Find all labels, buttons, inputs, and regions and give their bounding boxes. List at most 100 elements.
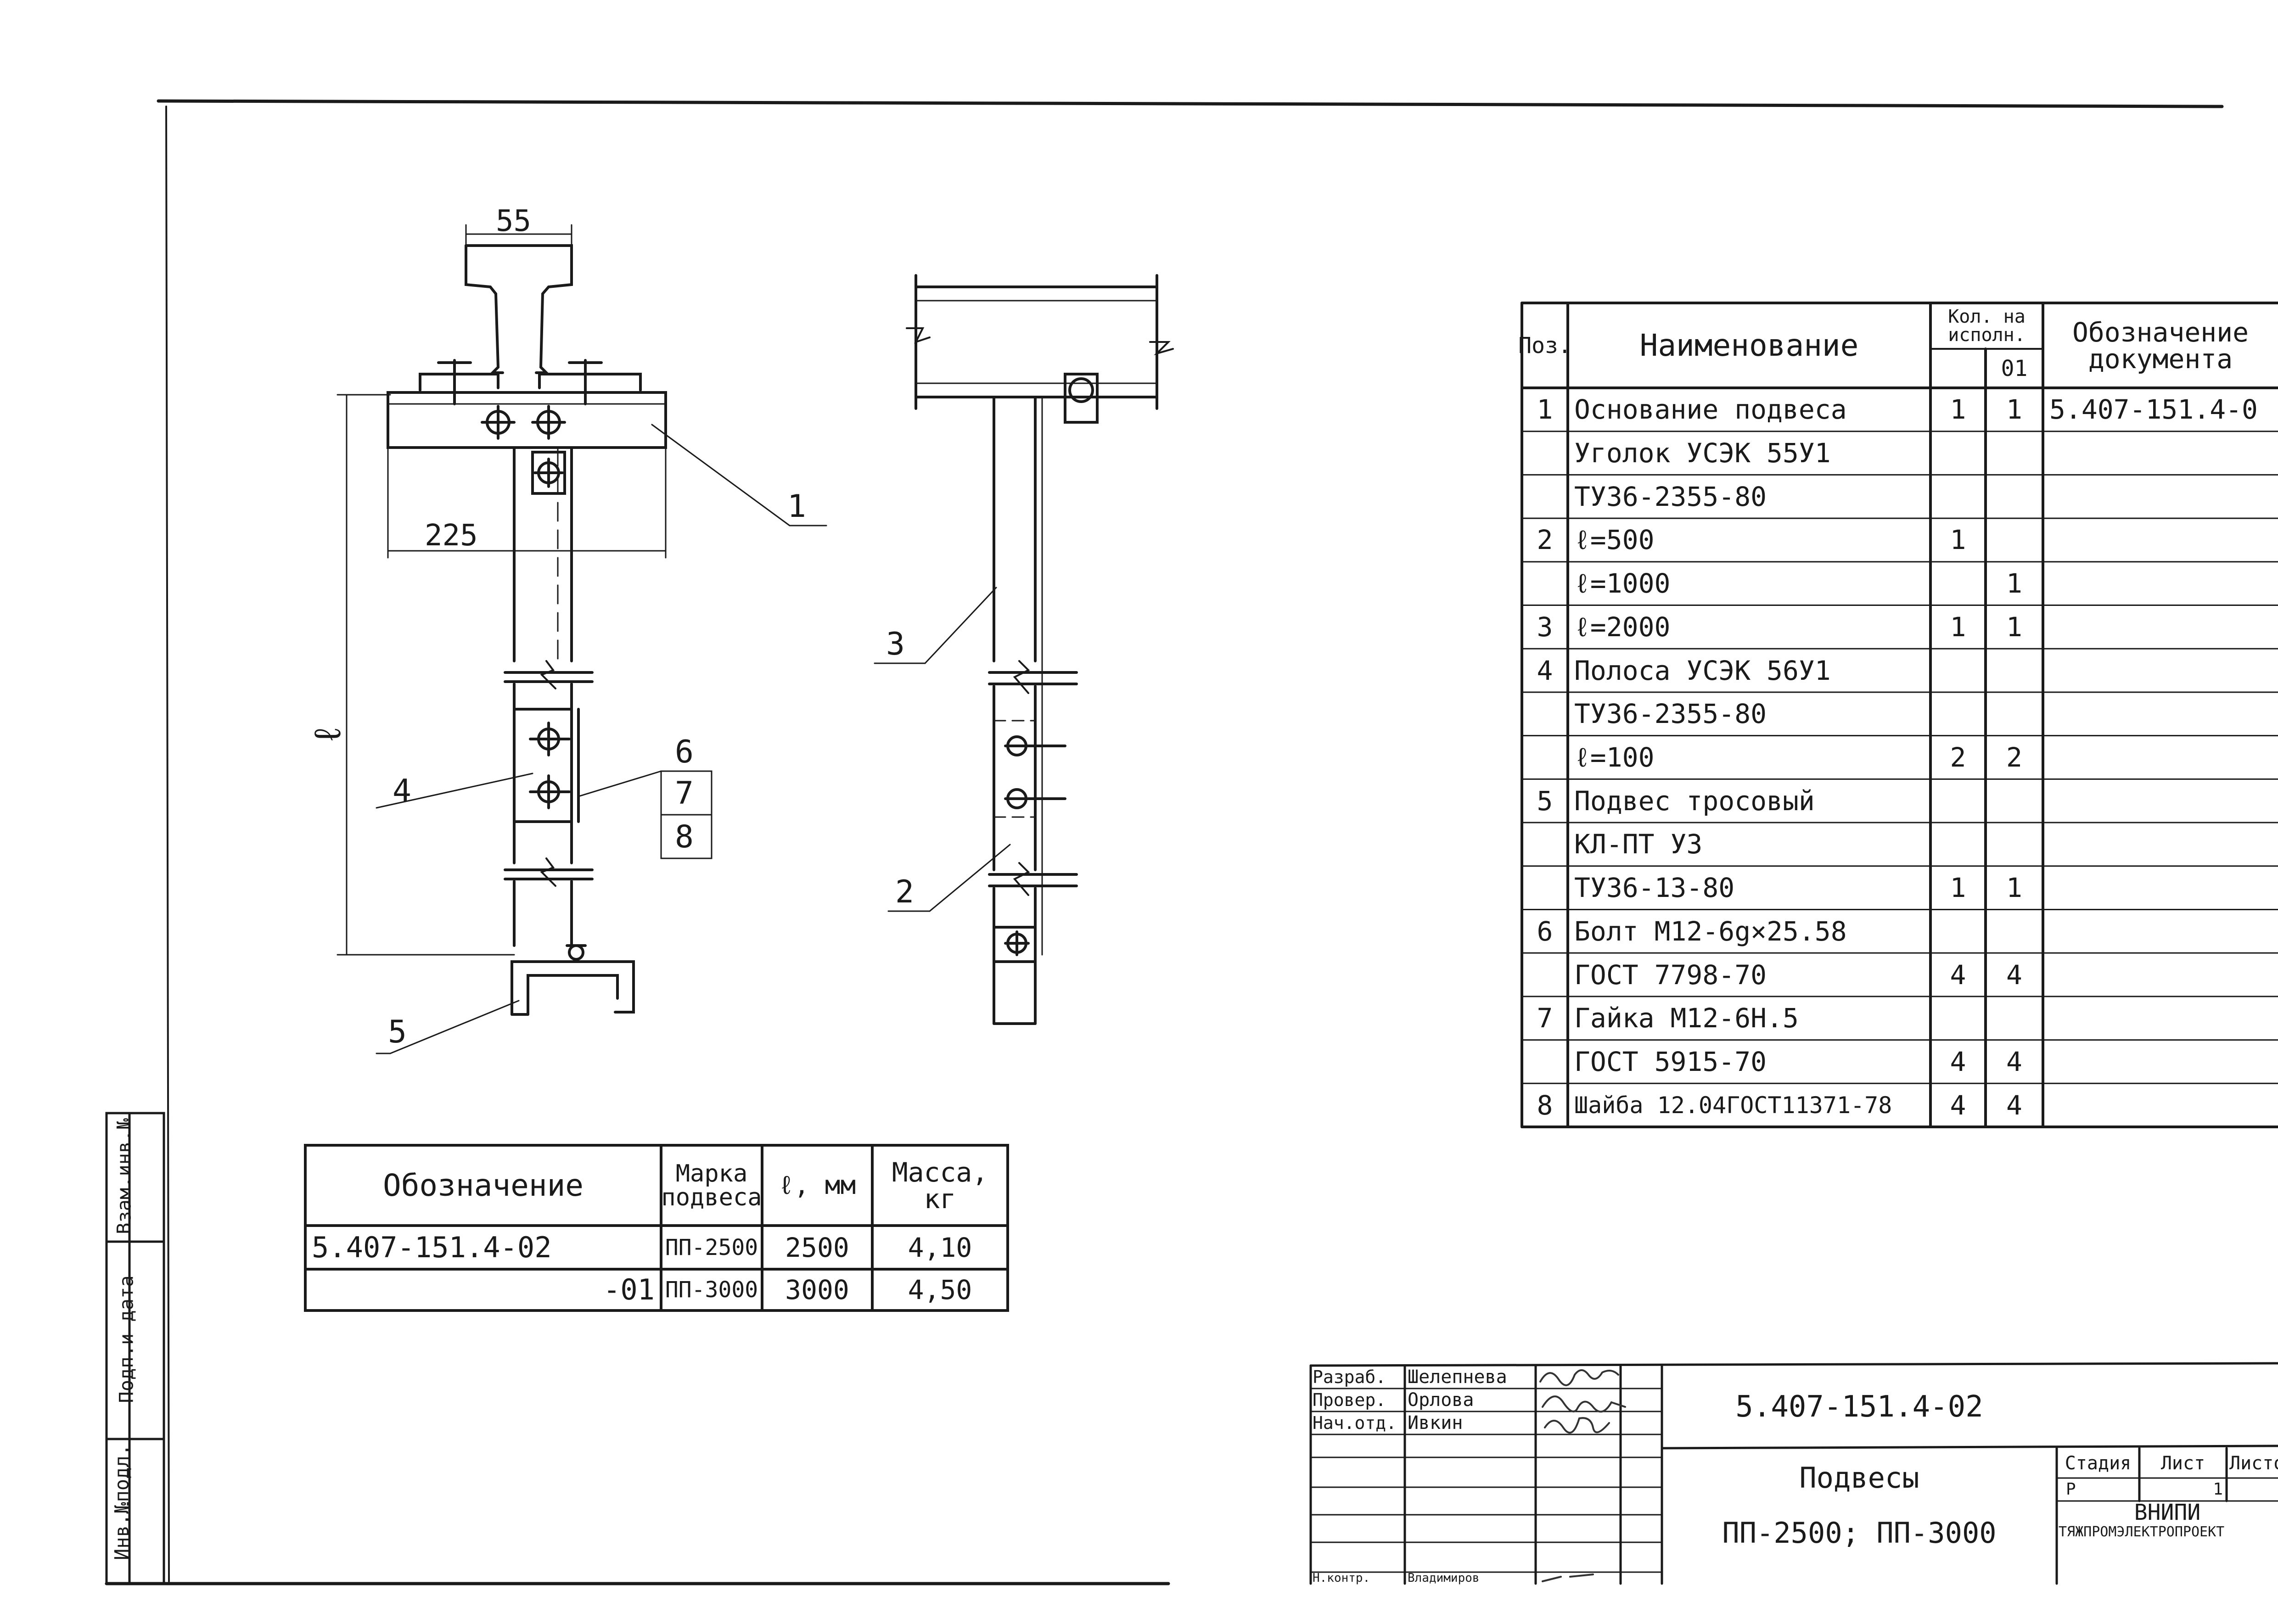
spec-cell-q2: [1986, 779, 2043, 823]
spec-cell-doc: [2043, 997, 2278, 1040]
spec-cell-name: КЛ-ПТ У3: [1574, 829, 1703, 860]
spec-cell-doc: [2043, 649, 2278, 692]
spec-cell-q2: [1986, 997, 2043, 1040]
spec-cell-q1: 2: [1950, 741, 1966, 773]
callout-7: 7: [675, 775, 694, 812]
spec-cell-pos: [1522, 1040, 1568, 1084]
spec-cell-pos: 6: [1537, 915, 1553, 947]
spec-cell-q1: [1930, 909, 1986, 953]
name-head: Ивкин: [1408, 1412, 1463, 1434]
spec-cell-name: Болт М12-6g×25.58: [1574, 915, 1847, 947]
spec-cell-doc: [2043, 823, 2278, 866]
spec-cell-q2: [1986, 518, 2043, 562]
spec-header-qty-sub-1: [1930, 349, 1986, 388]
spec-cell-q2: [1986, 823, 2043, 866]
versions-row2-designation: -01: [603, 1273, 655, 1306]
spec-cell-pos: [1522, 562, 1568, 605]
spec-cell-doc: [2043, 1040, 2278, 1084]
spec-cell-q1: 4: [1950, 1089, 1966, 1121]
side-stamp-inv: Инв.№подл.: [110, 1444, 133, 1560]
front-view: [337, 224, 827, 1054]
spec-cell-pos: 1: [1537, 394, 1553, 426]
spec-cell-name: ℓ=100: [1574, 741, 1655, 773]
spec-header-qty: Кол. на исполн.: [1948, 306, 2026, 346]
sheet-label: Лист: [2160, 1452, 2205, 1474]
spec-header-doc: Обозначение документа: [2072, 316, 2249, 375]
spec-cell-pos: 5: [1537, 785, 1553, 817]
spec-cell-q1: 1: [1950, 394, 1966, 426]
versions-row1-mass: 4,10: [908, 1232, 972, 1263]
spec-table-grid: [1521, 302, 2278, 1128]
spec-cell-doc: [2043, 866, 2278, 910]
spec-cell-pos: [1522, 866, 1568, 910]
spec-cell-doc: 5.407-151.4-0: [2049, 394, 2258, 426]
versions-table-grid: [304, 1144, 1009, 1312]
side-view: [874, 274, 1174, 1025]
spec-header-name: Наименование: [1639, 327, 1859, 363]
sheet-value: 1: [2213, 1480, 2223, 1499]
spec-cell-pos: [1522, 475, 1568, 518]
role-developer: Разраб.: [1313, 1367, 1386, 1387]
spec-cell-q2: 4: [2006, 959, 2022, 991]
spec-cell-q2: 1: [2006, 568, 2022, 599]
spec-cell-name: ℓ=2000: [1574, 611, 1671, 643]
spec-cell-name: Основание подвеса: [1574, 394, 1847, 426]
spec-cell-pos: 4: [1537, 655, 1553, 686]
spec-cell-q1: [1930, 997, 1986, 1040]
spec-cell-q1: [1930, 431, 1986, 475]
stage-label: Стадия: [2065, 1452, 2132, 1474]
side-stamp-sign-date: Подп.и дата: [115, 1275, 137, 1403]
callout-6: 6: [675, 734, 694, 770]
spec-cell-pos: 3: [1537, 611, 1553, 643]
spec-cell-name: ТУ36-13-80: [1574, 872, 1735, 904]
spec-cell-doc: [2043, 475, 2278, 518]
spec-cell-q2: 1: [2006, 611, 2022, 643]
spec-cell-doc: [2043, 605, 2278, 649]
stage-value: Р: [2066, 1480, 2076, 1499]
spec-cell-name: Шайба 12.04ГОСТ11371-78: [1574, 1092, 1892, 1119]
org-line-2: ТЯЖПРОМЭЛЕКТРОПРОЕКТ: [2059, 1524, 2225, 1540]
spec-cell-doc: [2043, 692, 2278, 736]
role-head: Нач.отд.: [1313, 1413, 1397, 1433]
spec-cell-q2: 4: [2006, 1089, 2022, 1121]
spec-cell-q1: 4: [1950, 959, 1966, 991]
callout-4: 4: [393, 773, 411, 809]
versions-header-mark: Марка подвеса: [661, 1159, 762, 1211]
spec-cell-q1: [1930, 823, 1986, 866]
spec-cell-name: Уголок УСЭК 55У1: [1574, 437, 1831, 469]
name-developer: Шелепнева: [1408, 1366, 1507, 1388]
spec-cell-q1: [1930, 475, 1986, 518]
spec-cell-name: Полоса УСЭК 56У1: [1574, 655, 1831, 686]
spec-cell-doc: [2043, 431, 2278, 475]
dim-top-width: 55: [496, 204, 532, 238]
callout-1: 1: [787, 488, 806, 525]
callout-5: 5: [388, 1014, 407, 1050]
dim-length: ℓ: [306, 723, 349, 746]
versions-row1-length: 2500: [785, 1232, 849, 1263]
spec-cell-name: ГОСТ 7798-70: [1574, 959, 1767, 991]
document-title: Подвесы: [1799, 1461, 1919, 1495]
sheets-label: Листов: [2229, 1452, 2278, 1474]
document-subtitle: ПП-2500; ПП-3000: [1722, 1516, 1997, 1550]
versions-row1-mark: ПП-2500: [665, 1234, 758, 1260]
org-line-1: ВНИПИ: [2134, 1500, 2201, 1525]
spec-cell-doc: [2043, 909, 2278, 953]
spec-cell-doc: [2043, 779, 2278, 823]
spec-cell-name: ℓ=500: [1574, 524, 1655, 556]
document-code: 5.407-151.4-02: [1735, 1390, 1983, 1424]
role-checker: Провер.: [1313, 1390, 1386, 1410]
spec-cell-q1: 1: [1950, 872, 1966, 904]
spec-cell-pos: 7: [1537, 1002, 1553, 1034]
spec-cell-doc: [2043, 562, 2278, 605]
versions-header-length: ℓ, мм: [778, 1170, 856, 1200]
spec-cell-pos: 8: [1537, 1089, 1553, 1121]
spec-cell-pos: 2: [1537, 524, 1553, 556]
spec-cell-q2: 1: [2006, 872, 2022, 904]
side-stamp-replace-inv: Взам.инв.№: [112, 1118, 135, 1234]
spec-cell-doc: [2043, 1083, 2278, 1127]
spec-cell-name: ТУ36-2355-80: [1574, 698, 1767, 730]
name-norm-control: Владимиров: [1408, 1571, 1480, 1585]
spec-cell-pos: [1522, 736, 1568, 779]
